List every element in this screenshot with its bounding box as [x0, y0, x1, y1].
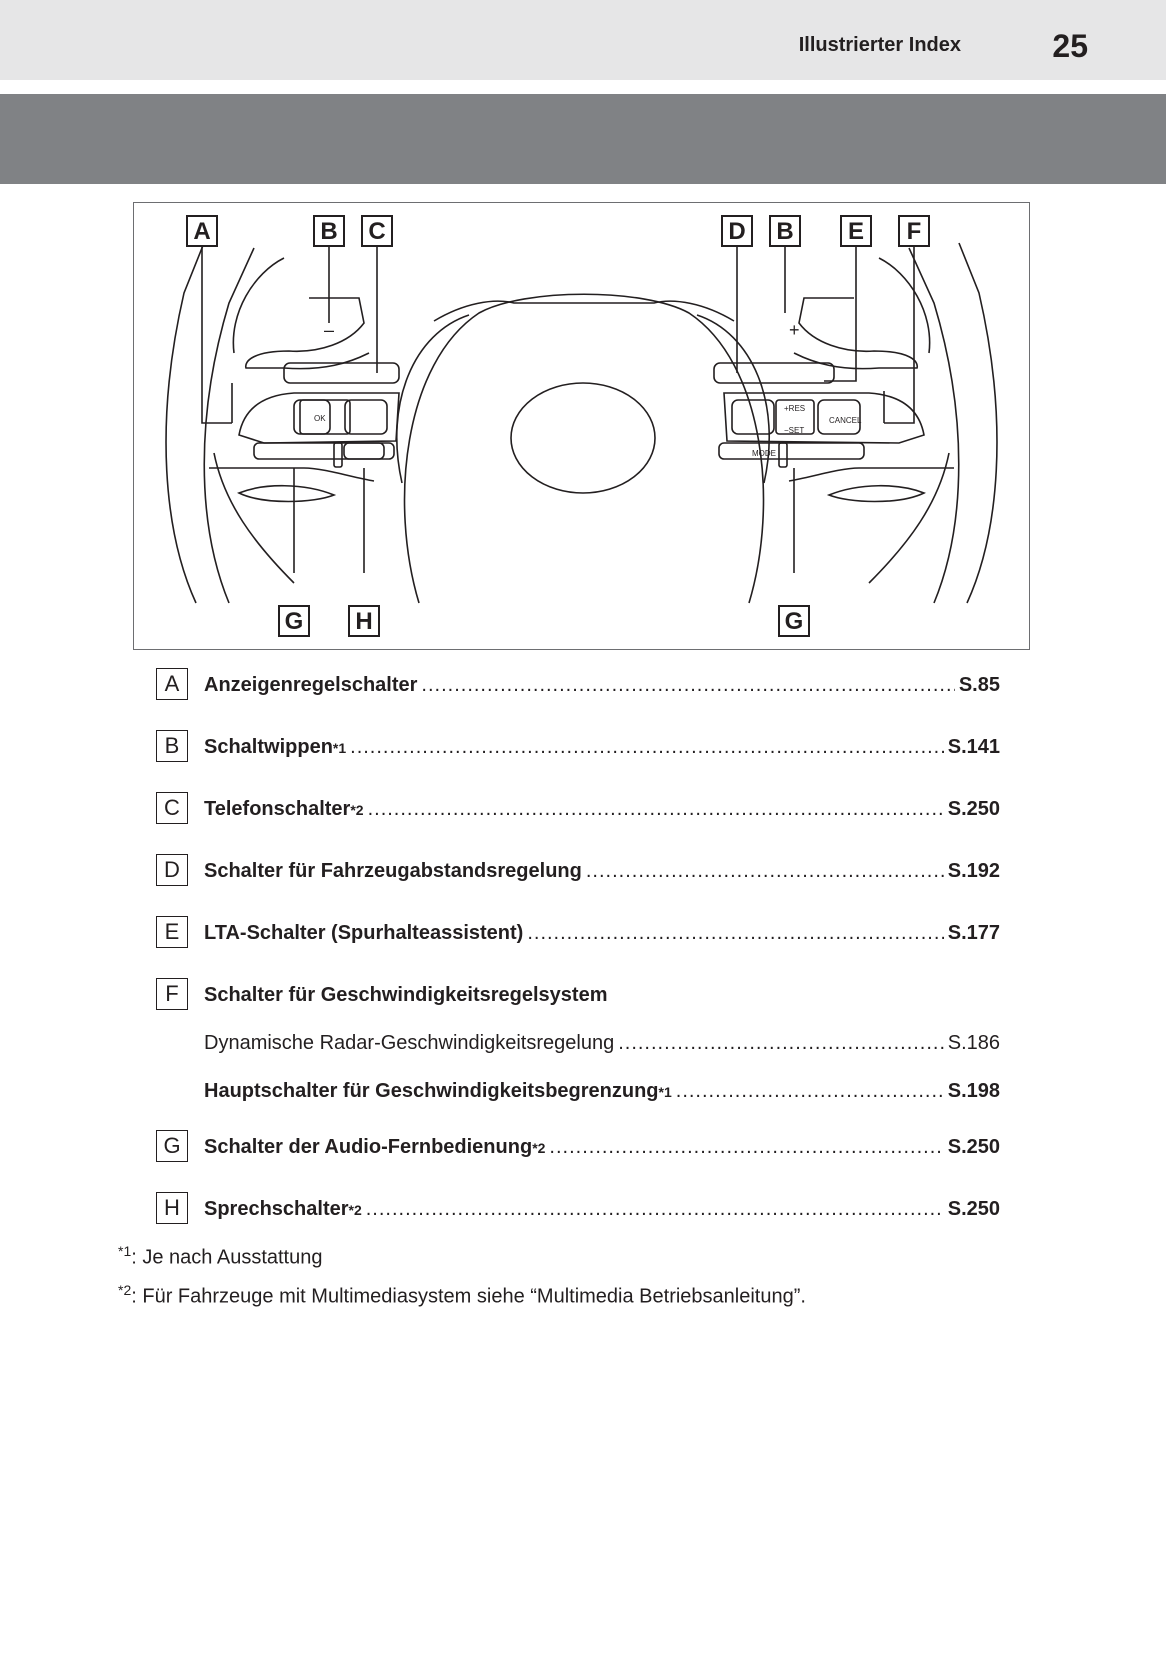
- callout-b-right: B: [769, 215, 801, 247]
- svg-text:OK: OK: [314, 414, 326, 423]
- index-item-g: G Schalter der Audio-Fernbedienung*2 S.25…: [156, 1130, 1000, 1162]
- index-item-e: E LTA-Schalter (Spurhalteassistent) S.177: [156, 916, 1000, 948]
- footnote-2: *2: Für Fahrzeuge mit Multimediasystem s…: [118, 1282, 806, 1309]
- item-letter: F: [156, 978, 188, 1010]
- callout-e: E: [840, 215, 872, 247]
- page-reference[interactable]: S.85: [958, 674, 1000, 696]
- footnote-text: : Je nach Ausstattung: [131, 1246, 323, 1269]
- index-subitem-speed-limiter: Hauptschalter für Geschwindigkeitsbegren…: [156, 1074, 1000, 1106]
- subitem-label: Hauptschalter für Geschwindigkeitsbegren…: [204, 1080, 659, 1102]
- svg-text:CANCEL: CANCEL: [829, 416, 862, 425]
- svg-text:–: –: [324, 320, 334, 340]
- index-item-b: B Schaltwippen*1 S.141: [156, 730, 1000, 762]
- item-letter: E: [156, 916, 188, 948]
- item-label: Schalter für Fahrzeugabstandsregelung: [204, 860, 582, 882]
- item-label: Telefonschalter: [204, 798, 351, 820]
- item-label: Sprechschalter: [204, 1198, 349, 1220]
- page-reference[interactable]: S.192: [947, 860, 1000, 882]
- item-letter: A: [156, 668, 188, 700]
- svg-text:−SET: −SET: [784, 426, 804, 435]
- item-letter: H: [156, 1192, 188, 1224]
- index-item-f: F Schalter für Geschwindigkeitsregelsyst…: [156, 978, 1000, 1010]
- index-item-d: D Schalter für Fahrzeugabstandsregelung S…: [156, 854, 1000, 886]
- index-item-a: A Anzeigenregelschalter S.85: [156, 668, 1000, 700]
- header-band: [0, 0, 1166, 80]
- page-reference[interactable]: S.250: [947, 1198, 1000, 1220]
- item-letter: G: [156, 1130, 188, 1162]
- page-reference[interactable]: S.177: [947, 922, 1000, 944]
- index-subitem-radar: Dynamische Radar-Geschwindigkeitsregelun…: [156, 1026, 1000, 1058]
- page-reference[interactable]: S.198: [947, 1080, 1000, 1102]
- item-label: Schalter der Audio-Fernbedienung: [204, 1136, 533, 1158]
- section-title: Illustrierter Index: [798, 34, 961, 56]
- callout-f: F: [898, 215, 930, 247]
- footnote-mark: *1: [118, 1243, 132, 1259]
- footnote-text: : Für Fahrzeuge mit Multimediasystem sie…: [131, 1285, 806, 1308]
- callout-g-left: G: [278, 605, 310, 637]
- steering-wheel-figure: OK MODE CANCEL +RES −SET – + A B C D B E…: [133, 202, 1030, 650]
- subitem-label: Dynamische Radar-Geschwindigkeitsregelun…: [204, 1032, 615, 1054]
- footnote-1: *1: Je nach Ausstattung: [118, 1243, 322, 1270]
- page-reference[interactable]: S.186: [947, 1032, 1000, 1054]
- item-label: Schalter für Geschwindigkeitsregelsystem: [204, 984, 608, 1006]
- item-letter: B: [156, 730, 188, 762]
- footnote-mark: *2: [532, 1140, 546, 1156]
- callout-c: C: [361, 215, 393, 247]
- callout-d: D: [721, 215, 753, 247]
- footnote-mark: *2: [350, 802, 364, 818]
- footnote-mark: *1: [332, 740, 347, 756]
- callout-h: H: [348, 605, 380, 637]
- item-label: LTA-Schalter (Spurhalteassistent): [204, 922, 524, 944]
- svg-text:MODE: MODE: [752, 449, 776, 458]
- footnote-mark: *2: [118, 1282, 132, 1298]
- page-reference[interactable]: S.250: [947, 1136, 1000, 1158]
- footnote-mark: *1: [658, 1084, 672, 1100]
- page-number: 25: [1052, 28, 1088, 64]
- item-label: Anzeigenregelschalter: [204, 674, 418, 696]
- svg-text:+: +: [789, 320, 800, 340]
- steering-wheel-illustration: OK MODE CANCEL +RES −SET – +: [165, 241, 998, 604]
- index-item-h: H Sprechschalter*2 S.250: [156, 1192, 1000, 1224]
- callout-g-right: G: [778, 605, 810, 637]
- footnote-mark: *2: [348, 1202, 362, 1218]
- header-stripe: [0, 94, 1166, 184]
- item-label: Schaltwippen: [204, 736, 333, 758]
- index-item-c: C Telefonschalter*2 S.250: [156, 792, 1000, 824]
- item-letter: C: [156, 792, 188, 824]
- callout-a: A: [186, 215, 218, 247]
- callout-b-left: B: [313, 215, 345, 247]
- page-reference[interactable]: S.250: [947, 798, 1000, 820]
- item-letter: D: [156, 854, 188, 886]
- svg-text:+RES: +RES: [784, 404, 805, 413]
- page-reference[interactable]: S.141: [947, 736, 1000, 758]
